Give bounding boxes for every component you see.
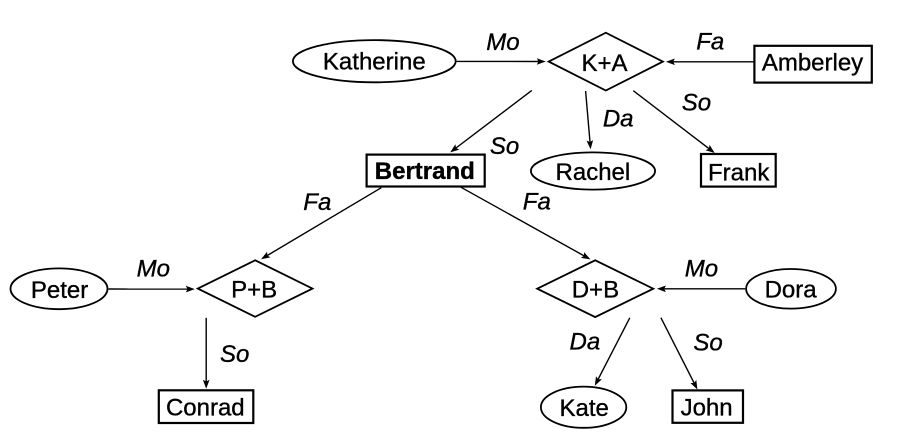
svg-text:Mo: Mo: [486, 29, 519, 56]
svg-text:Fa: Fa: [303, 189, 331, 216]
svg-text:John: John: [681, 394, 733, 421]
svg-text:P+B: P+B: [231, 277, 277, 304]
svg-text:Conrad: Conrad: [166, 395, 245, 422]
svg-text:Amberley: Amberley: [762, 49, 863, 76]
svg-text:Kate: Kate: [560, 395, 609, 422]
svg-text:Fa: Fa: [696, 29, 724, 56]
svg-text:So: So: [682, 90, 711, 117]
svg-text:Mo: Mo: [137, 256, 170, 283]
svg-text:Bertrand: Bertrand: [375, 158, 475, 185]
svg-text:Rachel: Rachel: [556, 159, 631, 186]
svg-text:Peter: Peter: [31, 277, 88, 304]
svg-text:So: So: [220, 341, 249, 368]
svg-text:Fa: Fa: [523, 188, 551, 215]
svg-text:Dora: Dora: [765, 277, 818, 304]
svg-text:Frank: Frank: [708, 159, 770, 186]
svg-text:Mo: Mo: [685, 256, 718, 283]
svg-text:Da: Da: [570, 328, 601, 355]
svg-text:D+B: D+B: [572, 277, 619, 304]
svg-text:Da: Da: [603, 105, 634, 132]
svg-text:Katherine: Katherine: [323, 48, 426, 75]
svg-text:So: So: [693, 330, 722, 357]
svg-text:So: So: [490, 133, 519, 160]
svg-text:K+A: K+A: [581, 50, 627, 77]
